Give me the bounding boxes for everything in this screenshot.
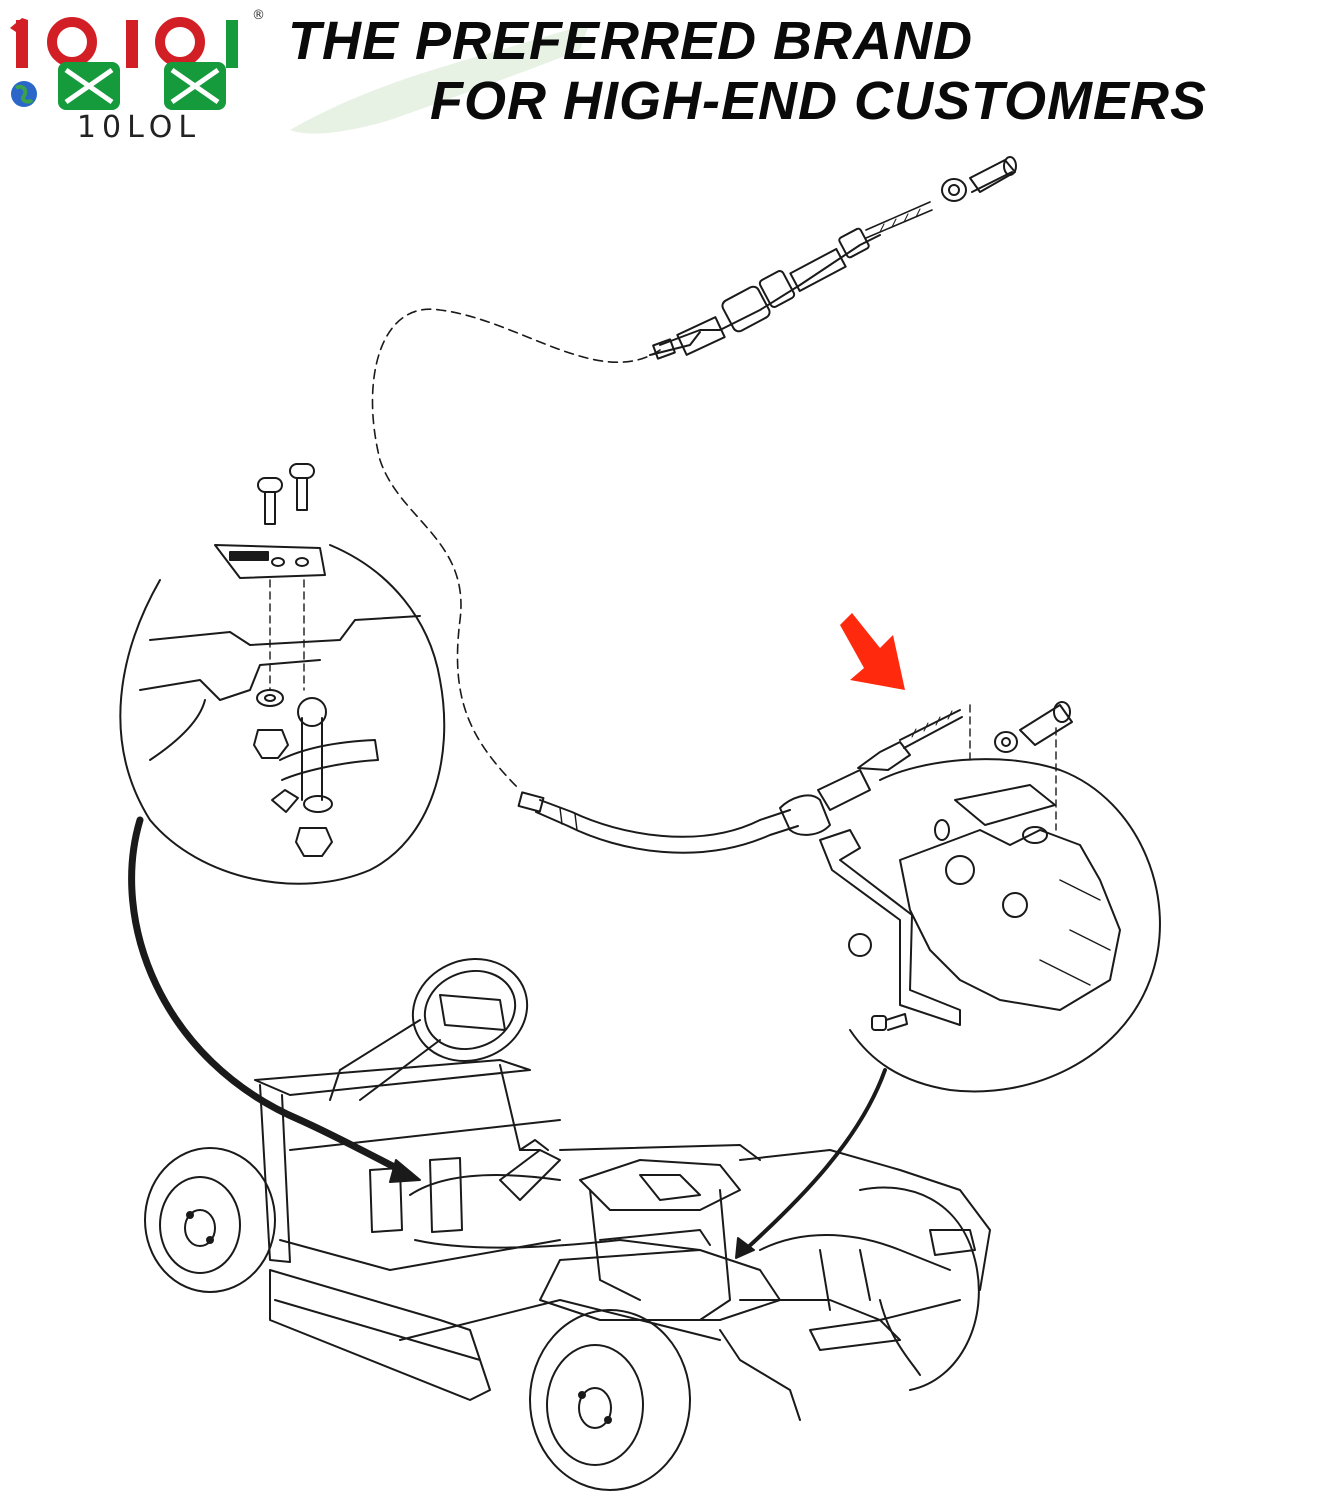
logo-zero-2: [155, 17, 205, 67]
logo-one-2: [126, 20, 138, 68]
globe-icon: [11, 81, 37, 107]
logo-wordmark: 10LOL: [76, 110, 202, 145]
registered-mark: ®: [252, 8, 265, 23]
golf-cart-chassis: [254, 957, 991, 1421]
logo-one-1: [16, 20, 28, 68]
brand-logo: [10, 17, 238, 110]
lower-cable-assembly: [517, 701, 1073, 854]
front-right-wheel: [529, 1309, 691, 1491]
red-pointer-arrow-icon: [840, 613, 905, 690]
cart-steering-wheel: [411, 957, 529, 1063]
left-detail-callout: [119, 463, 446, 885]
cable-routing-dashed-line: [371, 308, 661, 791]
front-left-wheel: [144, 1147, 276, 1293]
right-connector-arrowhead: [735, 1237, 755, 1259]
rear-right-wheel: [859, 1186, 980, 1391]
tagline-line-1: THE PREFERRED BRAND: [288, 11, 974, 71]
left-connector-arrowhead: [389, 1159, 421, 1183]
installation-diagram: [119, 156, 1161, 1491]
brush-stroke-decoration: [290, 22, 590, 134]
tagline-line-2: FOR HIGH-END CUSTOMERS: [430, 71, 1208, 131]
upper-cable-assembly: [649, 156, 1017, 360]
page-header: 10LOL ® THE PREFERRED BRAND FOR HIGH-END…: [0, 0, 1338, 160]
right-connector-arrow: [743, 1068, 887, 1252]
logo-zero-1: [47, 17, 97, 67]
right-detail-callout: [819, 758, 1161, 1093]
left-connector-arrow: [128, 816, 414, 1179]
